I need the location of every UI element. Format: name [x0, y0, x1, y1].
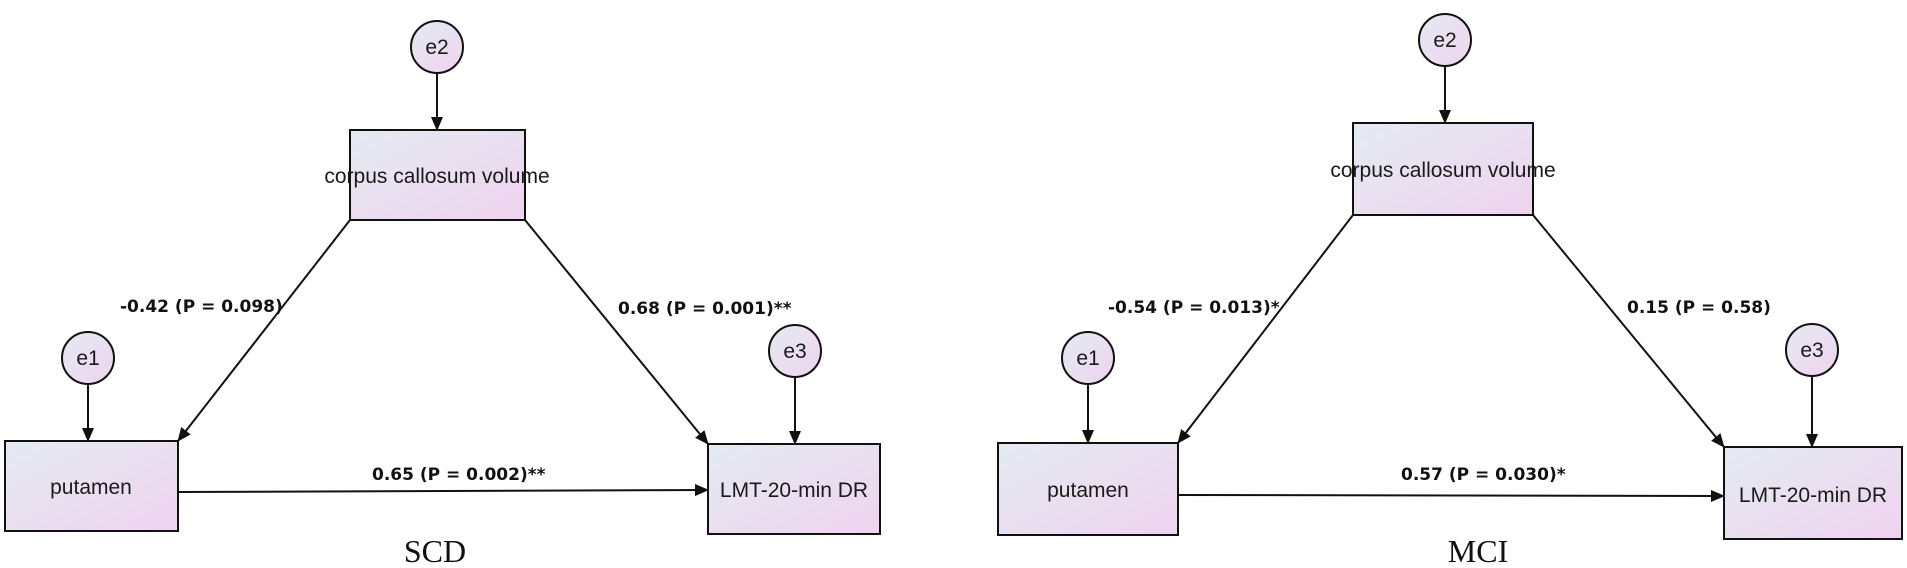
- path-c-label: 0.65 (P = 0.002)**: [372, 465, 546, 485]
- error-label-e1: e1: [1076, 347, 1099, 370]
- path-b-arrow: [1532, 214, 1725, 448]
- error-label-e3: e3: [1800, 339, 1823, 362]
- panel-mci: e2 corpus callosum volume e1 e3 putamen …: [997, 13, 1903, 568]
- group-label-mci: MCI: [1448, 533, 1508, 568]
- mediator-box: [1352, 122, 1534, 216]
- outcome-box: [1723, 446, 1903, 540]
- group-label-scd: SCD: [404, 533, 466, 568]
- panel-scd: e2 corpus callosum volume e1 e3 putamen …: [4, 20, 881, 568]
- mediator-label: corpus callosum volume: [1330, 159, 1555, 182]
- path-c-arrow: [1177, 489, 1725, 502]
- predictor-label: putamen: [50, 476, 132, 499]
- mediator-label: corpus callosum volume: [324, 165, 549, 188]
- mediator-box: [349, 129, 526, 221]
- path-b-arrow: [524, 219, 709, 445]
- path-c-label: 0.57 (P = 0.030)*: [1401, 465, 1566, 485]
- predictor-box: [4, 440, 179, 532]
- path-b-label: 0.15 (P = 0.58): [1627, 298, 1771, 318]
- predictor-label: putamen: [1047, 479, 1129, 502]
- outcome-label: LMT-20-min DR: [720, 479, 868, 502]
- error-label-e2: e2: [425, 36, 448, 59]
- path-b-label: 0.68 (P = 0.001)**: [618, 299, 792, 319]
- path-a-arrow: [1177, 214, 1354, 444]
- outcome-box: [707, 443, 881, 535]
- error-label-e1: e1: [76, 347, 99, 370]
- outcome-label: LMT-20-min DR: [1739, 484, 1887, 507]
- predictor-box: [997, 442, 1179, 536]
- path-a-arrow: [177, 219, 351, 442]
- path-a-label: -0.54 (P = 0.013)*: [1108, 298, 1280, 318]
- error-label-e2: e2: [1433, 29, 1456, 52]
- path-a-label: -0.42 (P = 0.098): [120, 297, 283, 317]
- error-label-e3: e3: [783, 340, 806, 363]
- path-c-arrow: [177, 484, 709, 497]
